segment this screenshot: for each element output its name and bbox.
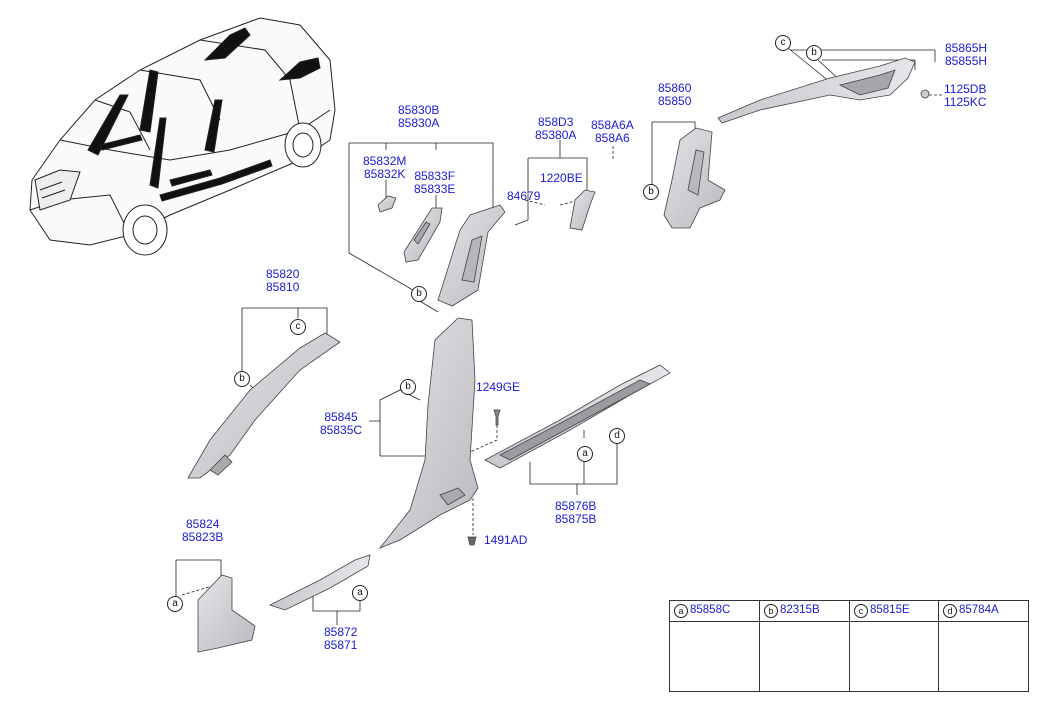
part-85824-lower-trim [197, 574, 256, 653]
legend-letter: d [943, 604, 957, 618]
callout-pillar-b: b [411, 286, 427, 302]
legend-cell-b: b 82315B [760, 601, 850, 691]
part-85872-step-plate [268, 554, 371, 611]
legend-cell-a: a 85858C [670, 601, 760, 691]
part-85865-roof-rail [717, 57, 916, 124]
label-1491ad: 1491AD [484, 533, 528, 547]
legend-letter: b [764, 604, 778, 618]
vehicle-illustration [29, 17, 336, 256]
callout-top-b: b [806, 45, 822, 61]
legend-part-number: 85858C [690, 604, 731, 616]
part-85820-a-pillar [187, 332, 341, 479]
part-assist-handle [569, 189, 596, 231]
trim-parts [187, 57, 930, 653]
callout-a-pillar-b: b [234, 371, 250, 387]
callout-top-c: c [775, 35, 791, 51]
leader-lines [175, 47, 942, 625]
legend-part-number: 85815E [870, 604, 910, 616]
label-84679: 84679 [507, 189, 541, 203]
label-1249ge: 1249GE [476, 380, 521, 394]
legend-part-number: 85784A [959, 604, 999, 616]
legend-letter: c [854, 604, 868, 618]
callout-rear-b: b [643, 184, 659, 200]
legend-part-number: 82315B [780, 604, 820, 616]
callout-a-pillar-c: c [290, 319, 306, 335]
part-screw-1249ge [493, 409, 501, 426]
callout-center-b: b [400, 379, 416, 395]
callout-sill-d: d [609, 428, 625, 444]
part-85832-clip [377, 195, 397, 213]
part-clip-1491ad [467, 536, 477, 546]
legend-cell-d: d 85784A [939, 601, 1028, 691]
callout-sill-a: a [577, 446, 593, 462]
legend-letter: a [674, 604, 688, 618]
fastener-legend-table: a 85858C b 82315B c 85815E d 85784A [669, 600, 1029, 692]
label-1220be: 1220BE [540, 171, 583, 185]
legend-cell-c: c 85815E [850, 601, 939, 691]
callout-step-a: a [352, 585, 368, 601]
callout-lower-a: a [167, 596, 183, 612]
part-85845-center-pillar [378, 317, 479, 549]
